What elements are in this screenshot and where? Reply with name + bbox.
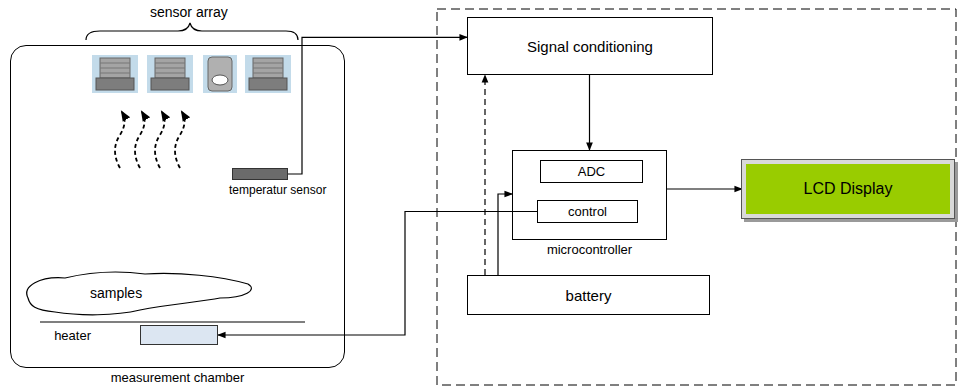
node-text: heater [54,328,91,343]
temperature-sensor: temperatur sensor [232,168,288,180]
heater-element: heater [140,325,218,345]
node-text: ADC [578,164,605,179]
display-box: LCD Display [742,160,954,218]
process-box: control [537,200,638,223]
dashed-enclosure [437,9,956,385]
signal-arrow [498,194,512,275]
sensor-image [147,55,193,93]
brace [86,23,298,40]
node-text: battery [566,287,612,304]
node-text: temperatur sensor [229,183,326,197]
signal-arrow [218,212,537,336]
signal-arrow [667,188,742,189]
sensor-image [245,55,291,93]
process-box: battery [467,275,710,315]
sample-blob: samples [20,268,255,318]
group-label: sensor array [150,4,228,20]
node-text: Signal conditioning [527,38,653,55]
process-box: ADC [540,160,643,183]
node-text: LCD Display [804,180,893,198]
microcontroller-box: microcontrollerADCcontrol [512,150,667,240]
power-line [484,75,485,275]
node-text: measurement chamber [0,370,364,385]
vapour-arrows [115,112,185,168]
node-text: microcontroller [493,242,686,257]
sensor-image [203,55,237,93]
node-text: control [568,204,607,219]
heater-plate [40,321,305,322]
sensor-image [92,55,138,93]
signal-arrow [589,75,590,150]
signal-arrow [288,37,467,174]
node-text: samples [90,285,142,301]
measurement-chamber: measurement chambertemperatur sensorsamp… [10,45,345,368]
process-box: Signal conditioning [467,17,713,75]
sample-outline-path [27,272,252,315]
